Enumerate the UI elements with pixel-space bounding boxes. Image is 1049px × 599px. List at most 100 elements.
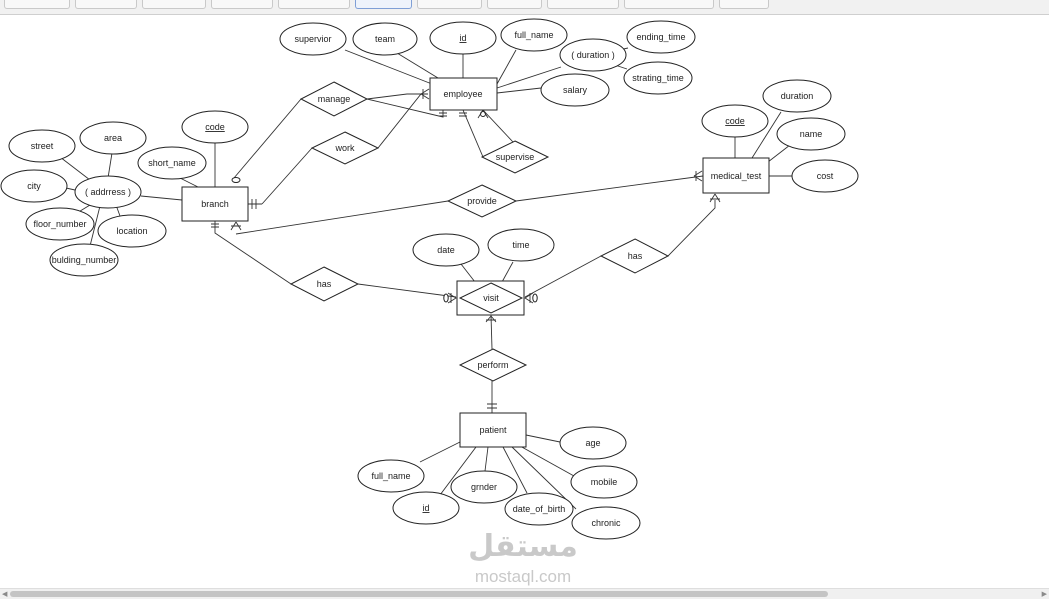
entity-label: visit [483, 293, 499, 303]
attribute-label: mobile [591, 477, 618, 487]
relationship-work[interactable]: work [310, 131, 380, 165]
attribute-employee-full-name[interactable]: full_name [500, 18, 568, 52]
attribute-label: full_name [514, 30, 553, 40]
attribute-date[interactable]: date [412, 233, 480, 267]
attribute-label: salary [563, 85, 588, 95]
relationship-has-medical-visit[interactable]: has [599, 238, 670, 274]
horizontal-scrollbar[interactable]: ◀ ▶ [0, 588, 1049, 599]
attribute-label: grnder [471, 482, 497, 492]
relationship-label: work [334, 143, 355, 153]
attribute-medical-code[interactable]: code [701, 104, 769, 138]
toolbar-button[interactable] [75, 0, 137, 9]
attribute-label: floor_number [33, 219, 86, 229]
toolbar-button[interactable] [355, 0, 412, 9]
attribute-salary[interactable]: salary [540, 73, 610, 107]
attribute-label: duration [781, 91, 814, 101]
relationship-manage[interactable]: manage [299, 81, 369, 117]
toolbar-button[interactable] [624, 0, 714, 9]
attribute-employee-id[interactable]: id [429, 21, 497, 55]
attribute-patient-full-name[interactable]: full_name [357, 459, 425, 493]
entity-label: medical_test [711, 171, 762, 181]
relationship-supervise[interactable]: supervise [480, 140, 550, 174]
toolbar-button[interactable] [211, 0, 273, 9]
relationship-label: supervise [496, 152, 535, 162]
attribute-chronic[interactable]: chronic [571, 506, 641, 540]
er-diagram-canvas: employee branch medical_test visit patie… [0, 18, 859, 586]
attribute-ending-time[interactable]: ending_time [626, 20, 696, 54]
attribute-label: time [512, 240, 529, 250]
attribute-mobile[interactable]: mobile [570, 465, 638, 499]
attribute-medical-name[interactable]: name [776, 117, 846, 151]
attribute-label: short_name [148, 158, 196, 168]
attribute-label: bulding_number [52, 255, 117, 265]
toolbar-button[interactable] [4, 0, 70, 9]
attribute-label: location [116, 226, 147, 236]
toolbar [0, 0, 1049, 15]
attribute-branch-code[interactable]: code [181, 110, 249, 144]
relationship-provide[interactable]: provide [446, 184, 518, 218]
relationship-label: provide [467, 196, 497, 206]
attribute-label: ( addrress ) [85, 187, 131, 197]
relationship-label: has [628, 251, 643, 261]
attribute-label: age [585, 438, 600, 448]
toolbar-button[interactable] [278, 0, 350, 9]
attribute-team[interactable]: team [352, 22, 418, 56]
scrollbar-thumb[interactable] [10, 591, 828, 597]
entity-patient[interactable]: patient [459, 412, 527, 448]
attribute-label: area [104, 133, 122, 143]
attribute-strating-time[interactable]: strating_time [623, 61, 693, 95]
attribute-grnder[interactable]: grnder [450, 470, 518, 504]
attribute-label: code [205, 122, 225, 132]
attribute-patient-id[interactable]: id [392, 491, 460, 525]
attribute-time[interactable]: time [487, 228, 555, 262]
scroll-right-arrow-icon[interactable]: ▶ [1041, 591, 1047, 598]
toolbar-button[interactable] [142, 0, 206, 9]
toolbar-button[interactable] [487, 0, 542, 9]
attribute-street[interactable]: street [8, 129, 76, 163]
entity-label: patient [479, 425, 507, 435]
attribute-bulding-number[interactable]: bulding_number [49, 243, 119, 277]
toolbar-button[interactable] [547, 0, 619, 9]
attribute-label: code [725, 116, 745, 126]
attribute-label: ending_time [636, 32, 685, 42]
attribute-floor-number[interactable]: floor_number [25, 207, 95, 241]
entity-branch[interactable]: branch [181, 186, 249, 222]
watermark-latin: mostaql.com [475, 567, 571, 586]
attribute-duration-composite[interactable]: ( duration ) [559, 38, 627, 72]
attribute-label: team [375, 34, 395, 44]
attribute-cost[interactable]: cost [791, 159, 859, 193]
attribute-label: supervior [294, 34, 331, 44]
toolbar-button[interactable] [719, 0, 769, 9]
watermark: مستقل mostaql.com [468, 529, 578, 586]
relationship-label: perform [477, 360, 508, 370]
attribute-city[interactable]: city [0, 169, 68, 203]
attribute-area[interactable]: area [79, 121, 147, 155]
relationship-perform[interactable]: perform [458, 348, 528, 382]
connector-lines [56, 47, 793, 510]
attribute-medical-duration[interactable]: duration [762, 79, 832, 113]
attribute-age[interactable]: age [559, 426, 627, 460]
attribute-label: city [27, 181, 41, 191]
attribute-short-name[interactable]: short_name [137, 146, 207, 180]
entity-label: employee [443, 89, 482, 99]
cardinality-markers [211, 88, 721, 409]
scroll-left-arrow-icon[interactable]: ◀ [2, 591, 8, 598]
attribute-label: date_of_birth [513, 504, 566, 514]
attribute-location[interactable]: location [97, 214, 167, 248]
attribute-address-composite[interactable]: ( addrress ) [74, 175, 142, 209]
entity-visit[interactable]: visit [456, 280, 525, 316]
attribute-label: cost [817, 171, 834, 181]
entity-medical-test[interactable]: medical_test [702, 157, 770, 194]
attribute-label: date [437, 245, 455, 255]
relationship-label: manage [318, 94, 351, 104]
attribute-supervior[interactable]: supervior [279, 22, 347, 56]
attribute-label: chronic [591, 518, 621, 528]
attribute-label: full_name [371, 471, 410, 481]
attribute-label: id [422, 503, 429, 513]
attribute-label: ( duration ) [571, 50, 615, 60]
attribute-label: street [31, 141, 54, 151]
entity-employee[interactable]: employee [429, 77, 498, 111]
toolbar-button[interactable] [417, 0, 482, 9]
attribute-date-of-birth[interactable]: date_of_birth [504, 492, 574, 526]
relationship-has-branch-visit[interactable]: has [289, 266, 360, 302]
